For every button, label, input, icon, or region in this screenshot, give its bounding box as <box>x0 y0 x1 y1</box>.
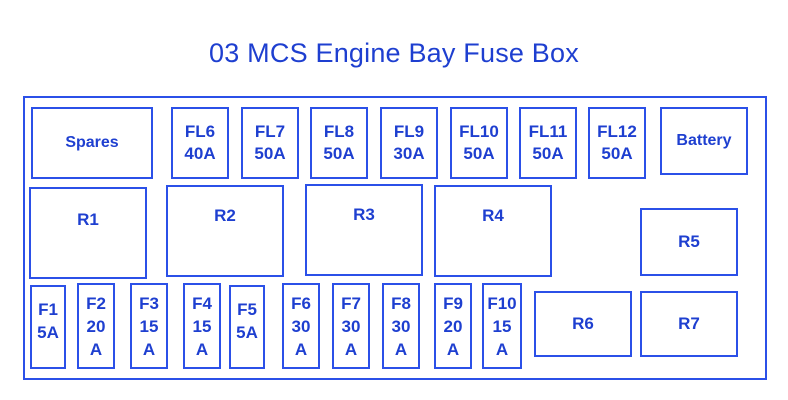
spares-label: Spares <box>65 133 119 151</box>
fuse-f3: F3 15 A <box>130 283 168 369</box>
f4-rating: 15 <box>192 316 212 336</box>
f10-name: F10 <box>487 294 517 313</box>
f3-name: F3 <box>139 294 159 313</box>
fl9-rating: 30A <box>393 144 425 163</box>
f7-rating: 30 <box>341 316 361 336</box>
fl10-rating: 50A <box>463 144 495 163</box>
fuse-fl10: FL10 50A <box>450 107 508 179</box>
relay-r1: R1 <box>29 187 147 279</box>
f5-name: F5 <box>237 300 257 319</box>
fl6-name: FL6 <box>184 121 216 141</box>
f9-rating: 20 <box>443 316 463 336</box>
fuse-fl9: FL9 30A <box>380 107 438 179</box>
f9-unit: A <box>446 339 460 359</box>
r7-label: R7 <box>678 313 700 333</box>
fuse-f2: F2 20 A <box>77 283 115 369</box>
fuse-fl7: FL7 50A <box>241 107 299 179</box>
fl7-rating: 50A <box>254 144 286 163</box>
fl12-rating: 50A <box>601 144 633 163</box>
fl8-rating: 50A <box>323 144 355 163</box>
f2-rating: 20 <box>86 316 106 336</box>
fuse-fl6: FL6 40A <box>171 107 229 179</box>
fl11-name: FL11 <box>528 121 568 141</box>
fl10-name: FL10 <box>459 121 499 141</box>
f8-rating: 30 <box>391 316 411 336</box>
f4-unit: A <box>195 339 209 359</box>
relay-r7: R7 <box>640 291 738 357</box>
fuse-fl11: FL11 50A <box>519 107 577 179</box>
fuse-f9: F9 20 A <box>434 283 472 369</box>
fuse-f7: F7 30 A <box>332 283 370 369</box>
fl8-name: FL8 <box>323 121 355 141</box>
relay-r6: R6 <box>534 291 632 357</box>
f1-rating: 5A <box>37 322 59 342</box>
fuse-f4: F4 15 A <box>183 283 221 369</box>
diagram-title: 03 MCS Engine Bay Fuse Box <box>209 38 579 68</box>
fuse-f10: F10 15 A <box>482 283 522 369</box>
fuse-f8: F8 30 A <box>382 283 420 369</box>
f4-name: F4 <box>192 294 212 313</box>
relay-r3: R3 <box>305 184 423 276</box>
f2-name: F2 <box>86 294 106 313</box>
f3-rating: 15 <box>139 316 159 336</box>
fuse-fl8: FL8 50A <box>310 107 368 179</box>
f3-unit: A <box>142 339 156 359</box>
fuse-f5: F5 5A <box>229 285 265 369</box>
relay-r2: R2 <box>166 185 284 277</box>
f9-name: F9 <box>443 294 463 313</box>
battery-label: Battery <box>676 131 732 149</box>
spares-slot: Spares <box>31 107 153 179</box>
relay-r5: R5 <box>640 208 738 276</box>
fuse-box-panel <box>23 96 767 380</box>
r6-label: R6 <box>572 313 594 333</box>
f8-name: F8 <box>391 294 411 313</box>
fl6-rating: 40A <box>184 144 216 163</box>
battery-slot: Battery <box>660 107 748 175</box>
f2-unit: A <box>89 339 103 359</box>
relay-r4: R4 <box>434 185 552 277</box>
f6-rating: 30 <box>291 316 311 336</box>
f5-rating: 5A <box>236 322 258 342</box>
r2-label: R2 <box>214 206 236 225</box>
fl11-rating: 50A <box>532 144 564 163</box>
fuse-fl12: FL12 50A <box>588 107 646 179</box>
r5-label: R5 <box>678 231 700 251</box>
f6-unit: A <box>294 339 308 359</box>
r4-label: R4 <box>482 206 504 225</box>
f7-name: F7 <box>341 294 361 313</box>
fl12-name: FL12 <box>597 121 637 141</box>
fuse-f6: F6 30 A <box>282 283 320 369</box>
f10-unit: A <box>495 339 509 359</box>
f10-rating: 15 <box>492 316 512 336</box>
r1-label: R1 <box>77 210 99 229</box>
r3-label: R3 <box>353 205 375 224</box>
fuse-f1: F1 5A <box>30 285 66 369</box>
f7-unit: A <box>344 339 358 359</box>
fl9-name: FL9 <box>393 121 425 141</box>
fl7-name: FL7 <box>254 121 286 141</box>
f6-name: F6 <box>291 294 311 313</box>
f8-unit: A <box>394 339 408 359</box>
f1-name: F1 <box>38 300 58 319</box>
